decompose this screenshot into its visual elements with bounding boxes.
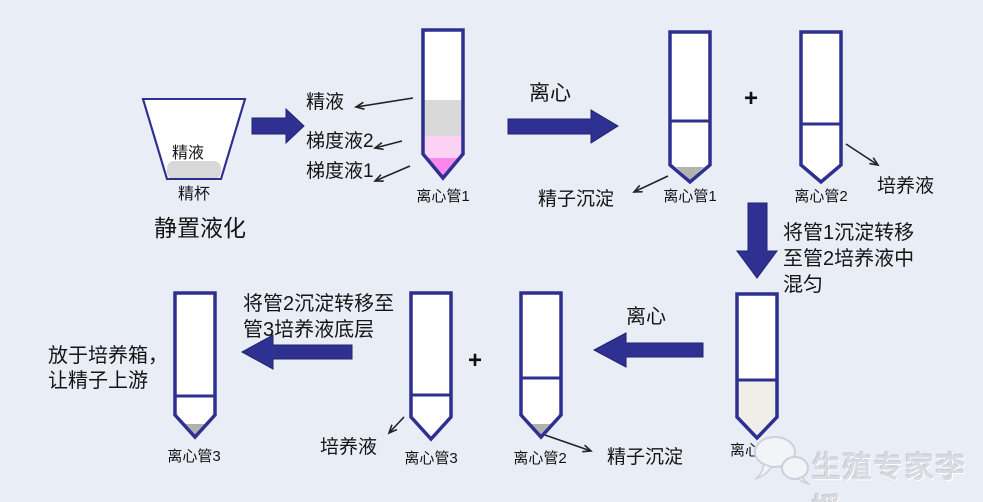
pointer-pellet-top [632,175,669,193]
transfer1-line3: 混匀 [783,274,823,296]
tube3-medium [409,291,453,442]
transfer-down-arrow [736,202,778,279]
cup-name-label: 精杯 [177,186,210,203]
plus-bottom: + [468,347,483,374]
pointer-medium-top [845,143,880,167]
incubator-line1: 放于培养箱， [48,345,168,367]
pointer-pellet-bottom [544,434,593,453]
cup-content-label: 精液 [172,145,205,162]
pellet-bottom-label: 精子沉淀 [607,447,684,468]
medium-bottom-label: 培养液 [320,437,378,458]
gradient2-layer-label: 梯度液2 [306,131,374,152]
tube1-gradient [421,28,465,181]
pointer-semen-layer [354,97,414,110]
transfer2-line1: 将管2沉淀转移至 [243,293,395,315]
transfer2-line2: 管3培养液底层 [243,319,375,341]
tube3-name-label: 离心管3 [404,450,458,467]
gradient1-layer-label: 梯度液1 [306,161,374,182]
pointer-medium-bottom [387,416,405,435]
plus-top: + [744,85,759,112]
pellet-final [182,424,208,436]
watermark-text: 生殖专家李媛 [812,452,968,502]
pointer-gradient1-layer [373,165,411,182]
tube3-final [173,291,217,440]
tube2-after-spin [519,291,563,440]
flow-arrow-liquefy-to-tube1 [251,107,305,145]
tube3-final-name-label: 离心管3 [167,448,221,465]
liquefy-caption: 静置液化 [154,215,246,241]
pointer-gradient2-layer [373,140,403,151]
tube1-after-spin [668,30,712,185]
tube1-gradient2-layer [423,136,463,158]
pellet-top-label: 精子沉淀 [538,189,615,210]
transfer-left-arrow [240,334,353,370]
tube2-after-spin-name-label: 离心管2 [513,450,567,467]
incubator-instructions: 放于培养箱， 让精子上游 [48,344,168,394]
medium-top-label: 培养液 [877,176,935,197]
tube2-medium [799,30,843,185]
tube1-semen-layer [423,100,463,136]
pellet-bottom [528,424,554,436]
transfer2-instructions: 将管2沉淀转移至 管3培养液底层 [243,291,394,343]
centrifuge-arrow-2 [592,332,704,368]
tube1-name-label: 离心管1 [416,188,470,205]
pellet-top [676,167,704,180]
transfer1-line1: 将管1沉淀转移 [783,222,915,244]
centrifuge1-label: 离心 [529,82,571,105]
tube1-after-spin-name-label: 离心管1 [663,188,717,205]
tube2-mixed [735,292,779,441]
tube2-mixed-suspension [737,380,777,438]
chat-bubbles-icon [754,436,811,485]
centrifuge2-label: 离心 [626,306,666,328]
transfer1-instructions: 将管1沉淀转移 至管2培养液中 混匀 [783,220,914,298]
semen-layer-label: 精液 [306,92,345,113]
tube2-name-label: 离心管2 [794,188,848,205]
transfer1-line2: 至管2培养液中 [783,248,915,270]
incubator-line2: 让精子上游 [48,370,148,392]
semen-cup [141,98,247,180]
centrifuge-arrow-1 [507,109,619,144]
